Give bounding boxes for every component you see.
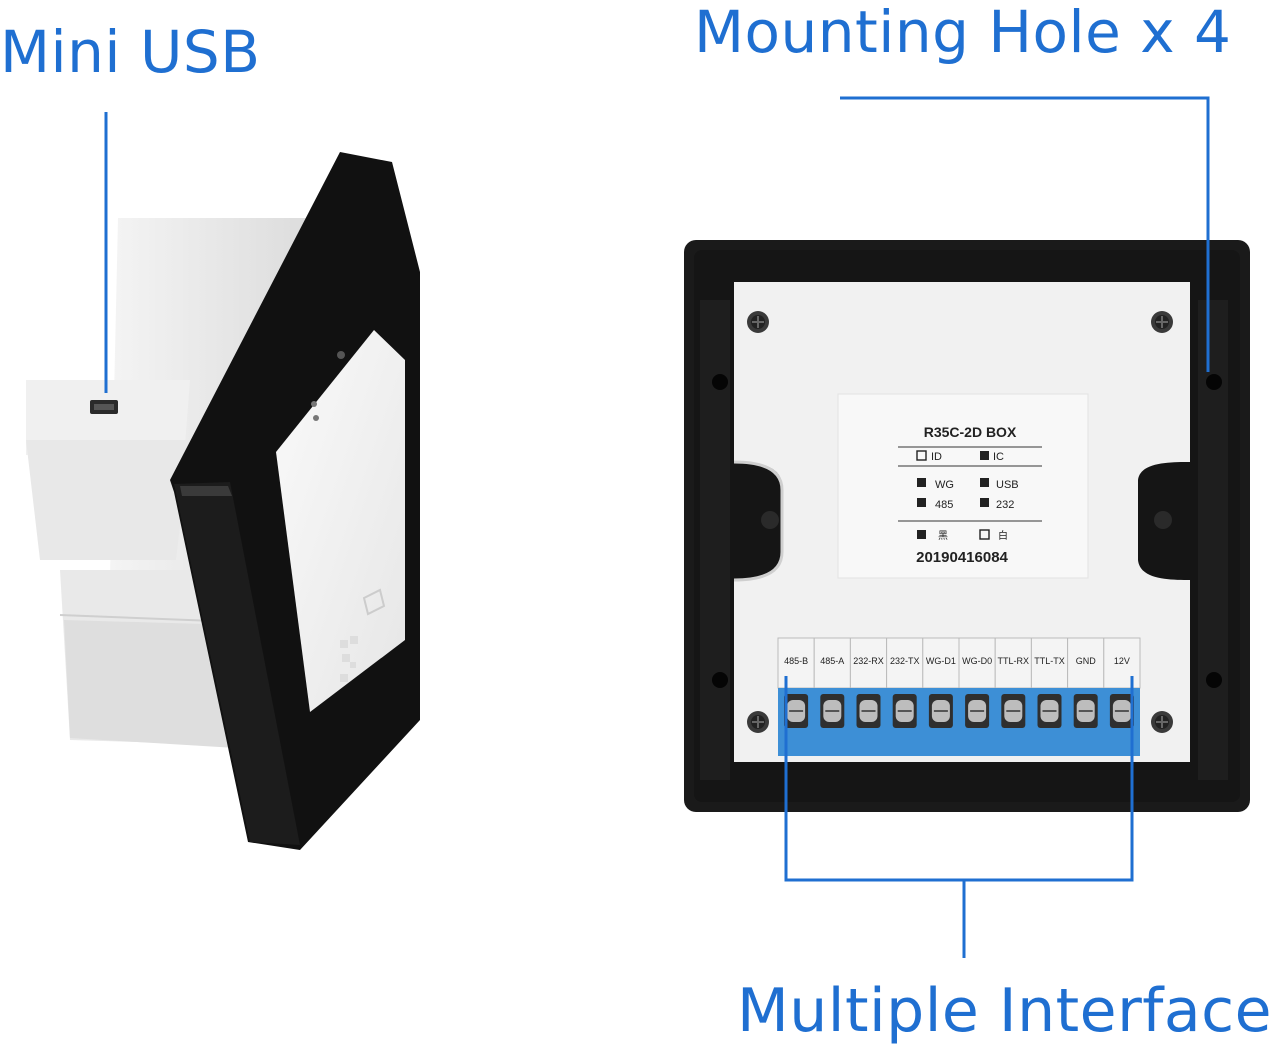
terminal-label-strip: 485-B 485-A 232-RX 232-TX WG-D1 WG-D0 TTL-RX TT… (777, 637, 1141, 689)
svg-text:USB: USB (996, 479, 1019, 491)
svg-text:ID: ID (931, 451, 942, 463)
terminal-label: WG-D1 (926, 656, 956, 666)
terminal-screw (965, 694, 990, 728)
terminal-label: GND (1076, 656, 1097, 666)
multiple-interfaces-callout: Multiple Interfaces (737, 976, 1271, 1046)
terminal-screw (1073, 694, 1098, 728)
terminal-label: 485-B (784, 656, 808, 666)
terminal-screw (1001, 694, 1026, 728)
terminal-label: 232-TX (890, 656, 920, 666)
housing-face (26, 380, 190, 455)
svg-text:WG: WG (935, 479, 954, 491)
svg-text:IC: IC (993, 451, 1004, 463)
housing-lower (26, 440, 190, 560)
housing-base-bottom (64, 620, 240, 748)
mounting-hole (1206, 374, 1222, 390)
terminal-label-cell (886, 637, 924, 689)
terminal-label: TTL-TX (1034, 656, 1065, 666)
svg-text:232: 232 (996, 499, 1014, 511)
callout-lines (104, 96, 1210, 958)
sticker-model: R35C-2D BOX (924, 424, 1017, 440)
terminal-screw (784, 694, 809, 728)
mounting-hole (1206, 672, 1222, 688)
indicator-led (337, 351, 345, 359)
terminal-screw (1037, 694, 1062, 728)
qr-code-icon (340, 636, 358, 682)
terminal-screw (892, 694, 917, 728)
mounting-hole (712, 672, 728, 688)
terminal-screw (1109, 694, 1134, 728)
terminal-label: 232-RX (853, 656, 884, 666)
sticker-serial: 20190416084 (916, 549, 1008, 566)
mounting-hole-callout: Mounting Hole x 4 (694, 0, 1232, 66)
screw (1151, 711, 1173, 733)
mini-usb-callout: Mini USB (0, 18, 261, 86)
svg-text:黑: 黑 (938, 530, 948, 542)
terminal-screw (820, 694, 845, 728)
product-sticker (837, 393, 1089, 579)
terminal-label: 485-A (820, 656, 844, 666)
reader-window (276, 330, 405, 712)
terminal-label-cell (777, 637, 815, 689)
svg-text:白: 白 (998, 529, 1008, 542)
screw (747, 711, 769, 733)
card-icon (362, 588, 386, 616)
mounting-hole (712, 374, 728, 390)
interfaces-bracket (784, 676, 1134, 882)
terminal-screw (856, 694, 881, 728)
svg-text:485: 485 (935, 499, 953, 511)
terminal-label: WG-D0 (962, 656, 992, 666)
terminal-screws (784, 694, 1134, 728)
screw (1151, 311, 1173, 333)
terminal-label: TTL-RX (998, 656, 1030, 666)
terminal-label: 12V (1114, 656, 1130, 666)
mounting-hole-leader (840, 96, 1210, 372)
screw (747, 311, 769, 333)
terminal-label-cell (1103, 637, 1141, 689)
right-device-back-view: R35C-2D BOX ID IC WG USB 485 232 黑 白 201… (684, 240, 1250, 812)
sticker-options: ID IC WG USB 485 232 黑 白 (916, 450, 1019, 542)
terminal-label-cell (922, 637, 960, 689)
terminal-screw (928, 694, 953, 728)
left-device-side-view (26, 152, 420, 850)
